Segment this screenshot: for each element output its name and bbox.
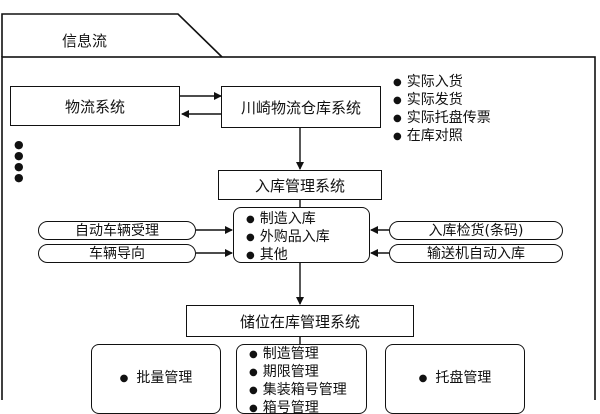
continuation-dots: ●●●● — [14, 138, 24, 184]
inbound-system-label: 入库管理系统 — [254, 176, 345, 195]
inbound-item: 制造入库 — [246, 211, 369, 229]
logistics-system-box: 物流系统 — [10, 86, 180, 126]
pallet-management-box: 托盘管理 — [385, 344, 525, 414]
left-pill-label: 自动车辆受理 — [75, 222, 159, 239]
left-pill-vehicle-guide: 车辆导向 — [38, 244, 196, 263]
frame-tab-outline — [1, 13, 223, 58]
inbound-items-box: 制造入库 外购品入库 其他 — [233, 207, 370, 263]
left-pill-label: 车辆导向 — [89, 245, 145, 262]
warehouse-output-item: 实际发货 — [393, 92, 491, 110]
information-flow-diagram: 信息流 物流系统 川崎物流仓库系统 实际入货 实际发货 实际托盘传票 在库对照 … — [0, 0, 600, 400]
warehouse-output-list: 实际入货 实际发货 实际托盘传票 在库对照 — [393, 74, 491, 146]
inbound-item: 外购品入库 — [246, 229, 369, 247]
storage-middle-item: 箱号管理 — [249, 400, 366, 413]
storage-middle-item: 集装箱号管理 — [249, 382, 366, 400]
frame-outline — [1, 13, 596, 400]
right-pill-label: 输送机自动入库 — [427, 245, 525, 262]
inbound-item: 其他 — [246, 247, 369, 262]
storage-middle-item: 期限管理 — [249, 364, 366, 382]
frame-tab-label: 信息流 — [62, 32, 108, 50]
right-pill-conveyor: 输送机自动入库 — [389, 244, 563, 263]
storage-system-label: 储位在库管理系统 — [239, 312, 360, 331]
batch-management-label: 批量管理 — [120, 370, 192, 388]
inbound-system-box: 入库管理系统 — [218, 170, 382, 200]
right-pill-inspection: 入库检货(条码) — [389, 221, 563, 240]
storage-system-box: 储位在库管理系统 — [186, 305, 414, 337]
batch-management-box: 批量管理 — [91, 344, 221, 414]
warehouse-output-item: 实际入货 — [393, 74, 491, 92]
logistics-system-label: 物流系统 — [64, 97, 125, 116]
warehouse-output-item: 在库对照 — [393, 128, 491, 146]
warehouse-system-box: 川崎物流仓库系统 — [221, 86, 381, 128]
right-pill-label: 入库检货(条码) — [428, 222, 524, 239]
frame-border — [1, 56, 596, 400]
warehouse-output-item: 实际托盘传票 — [393, 110, 491, 128]
storage-middle-box: 制造管理 期限管理 集装箱号管理 箱号管理 — [236, 344, 367, 414]
pallet-management-label: 托盘管理 — [419, 370, 491, 388]
left-pill-auto-vehicle: 自动车辆受理 — [38, 221, 196, 240]
storage-middle-item: 制造管理 — [249, 346, 366, 364]
warehouse-system-label: 川崎物流仓库系统 — [240, 98, 361, 117]
